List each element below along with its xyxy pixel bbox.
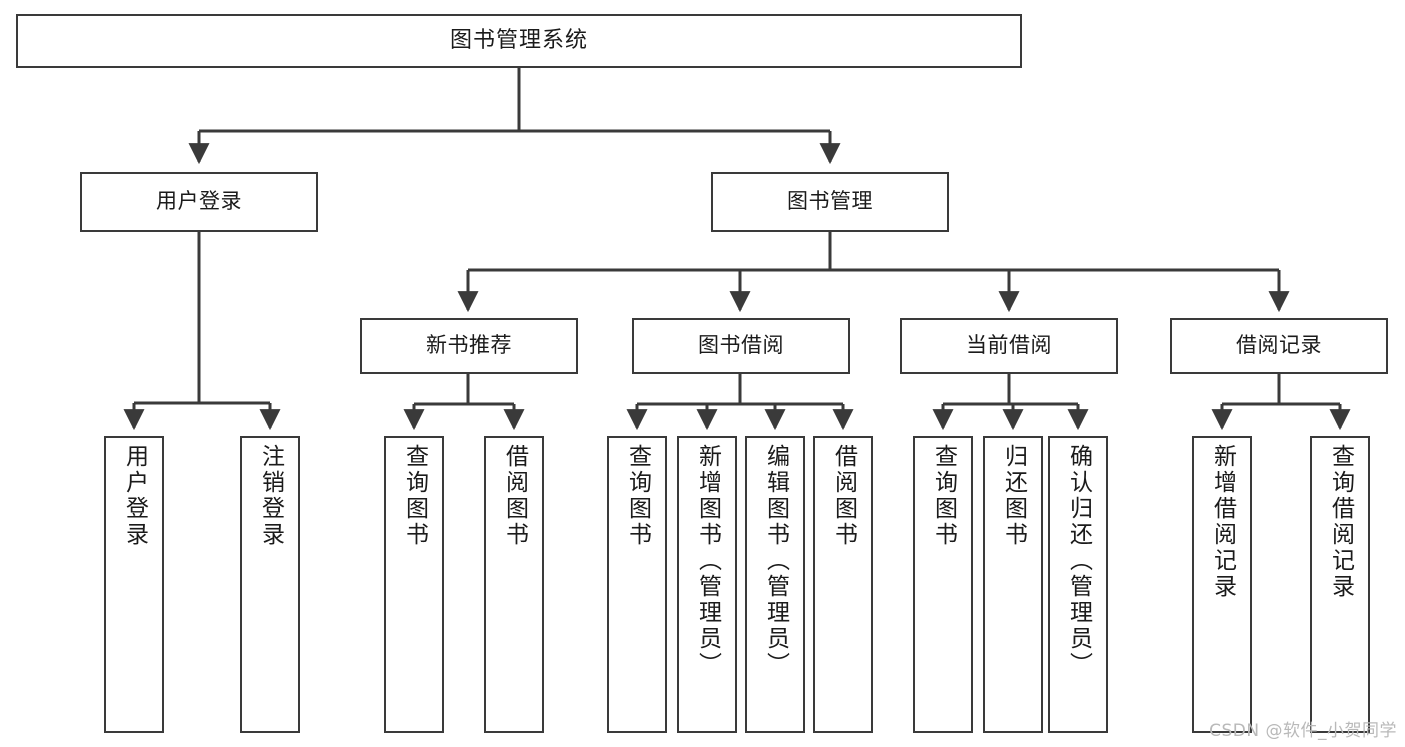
node-leaf-query-book-1[interactable]: 查询图书: [384, 436, 444, 733]
node-label: 新增借阅记录: [1209, 444, 1236, 600]
node-label: 借阅记录: [1236, 333, 1322, 358]
node-borrow-record[interactable]: 借阅记录: [1170, 318, 1388, 374]
node-label: 借阅图书: [830, 444, 857, 548]
node-leaf-add-record[interactable]: 新增借阅记录: [1192, 436, 1252, 733]
node-root-system[interactable]: 图书管理系统: [16, 14, 1022, 68]
node-label: 新书推荐: [426, 333, 512, 358]
node-book-borrow[interactable]: 图书借阅: [632, 318, 850, 374]
node-leaf-borrow-book-2[interactable]: 借阅图书: [813, 436, 873, 733]
node-label: 编辑图书（管理员）: [762, 444, 789, 678]
node-label: 查询借阅记录: [1327, 444, 1354, 600]
node-label: 查询图书: [401, 444, 428, 548]
node-label: 查询图书: [624, 444, 651, 548]
node-leaf-return-book[interactable]: 归还图书: [983, 436, 1043, 733]
node-leaf-user-logout[interactable]: 注销登录: [240, 436, 300, 733]
node-leaf-query-record[interactable]: 查询借阅记录: [1310, 436, 1370, 733]
node-leaf-edit-book[interactable]: 编辑图书（管理员）: [745, 436, 805, 733]
node-label: 图书借阅: [698, 333, 784, 358]
node-label: 图书管理系统: [449, 27, 588, 53]
node-leaf-confirm-return[interactable]: 确认归还（管理员）: [1048, 436, 1108, 733]
node-label: 用户登录: [121, 444, 148, 548]
node-label: 确认归还（管理员）: [1065, 444, 1092, 678]
node-label: 用户登录: [156, 189, 242, 214]
node-label: 图书管理: [787, 189, 873, 214]
node-leaf-query-book-2[interactable]: 查询图书: [607, 436, 667, 733]
node-leaf-add-book[interactable]: 新增图书（管理员）: [677, 436, 737, 733]
node-label: 注销登录: [257, 444, 284, 548]
node-new-book-recommend[interactable]: 新书推荐: [360, 318, 578, 374]
node-user-login[interactable]: 用户登录: [80, 172, 318, 232]
node-book-manage[interactable]: 图书管理: [711, 172, 949, 232]
watermark-text: CSDN @软件_小贺同学: [1209, 721, 1397, 741]
node-label: 新增图书（管理员）: [694, 444, 721, 678]
node-current-borrow[interactable]: 当前借阅: [900, 318, 1118, 374]
node-label: 归还图书: [1000, 444, 1027, 548]
node-leaf-query-book-3[interactable]: 查询图书: [913, 436, 973, 733]
node-label: 借阅图书: [501, 444, 528, 548]
node-label: 当前借阅: [966, 333, 1052, 358]
node-leaf-borrow-book-1[interactable]: 借阅图书: [484, 436, 544, 733]
node-leaf-user-login[interactable]: 用户登录: [104, 436, 164, 733]
node-label: 查询图书: [930, 444, 957, 548]
